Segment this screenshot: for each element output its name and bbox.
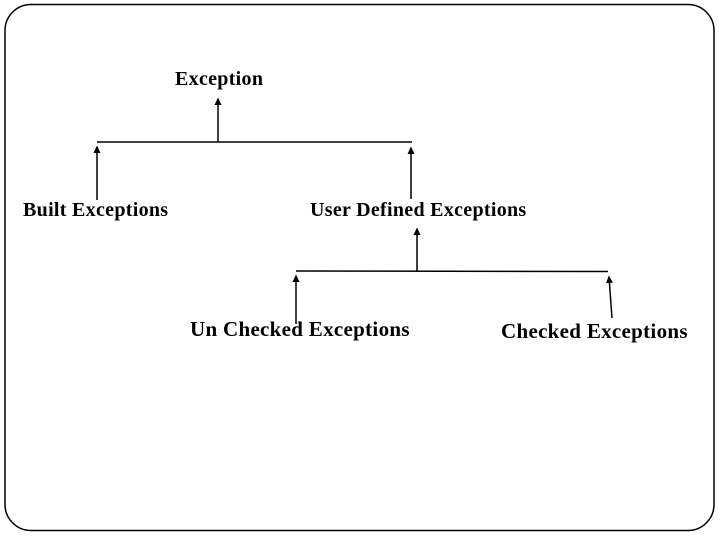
- node-checked-exceptions: Checked Exceptions: [501, 319, 688, 343]
- node-user-defined-exceptions: User Defined Exceptions: [310, 199, 527, 221]
- slide-border: [4, 3, 715, 532]
- node-un-checked-exceptions: Un Checked Exceptions: [190, 317, 410, 341]
- connector-checked-branch: [605, 275, 613, 319]
- connector-level2-bracket: [295, 270, 609, 273]
- node-exception: Exception: [175, 68, 264, 90]
- node-built-exceptions: Built Exceptions: [23, 199, 169, 221]
